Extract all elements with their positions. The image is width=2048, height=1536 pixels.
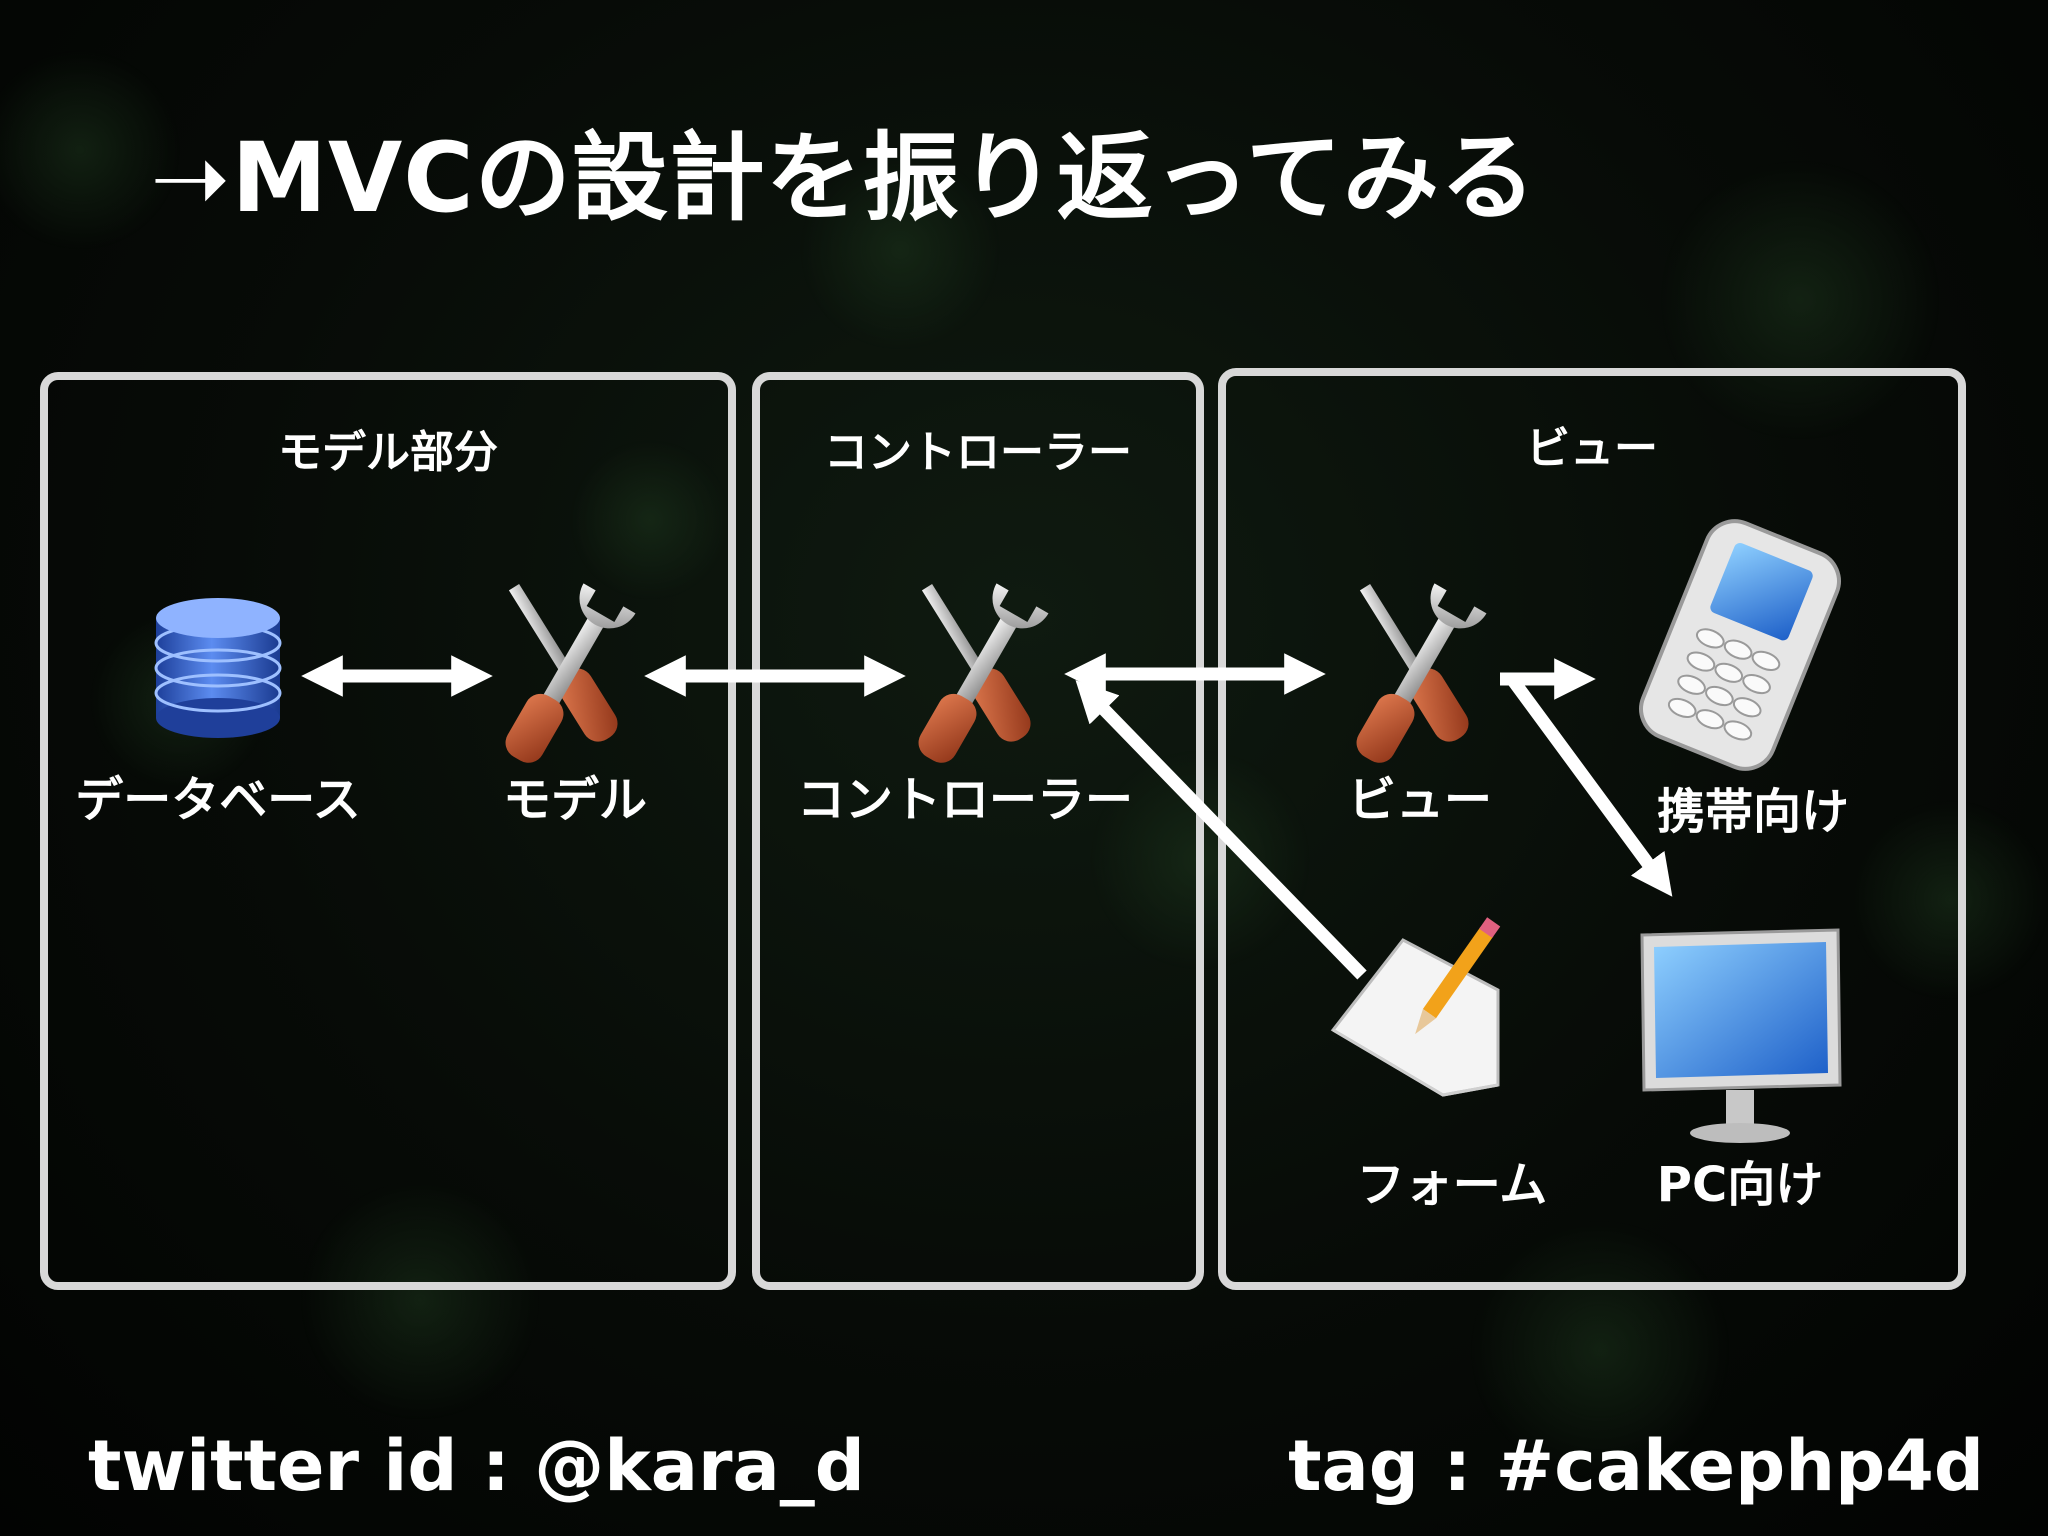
arrow-view-pc [1500,672,1673,897]
node-label-controller: コントローラー [796,772,1134,828]
monitor-icon [1640,928,1842,1143]
node-label-form: フォーム [1356,1157,1548,1213]
panel-controller: コントローラー [752,372,1204,1290]
tools-icon-view [1342,583,1487,774]
tools-icon-controller [904,583,1049,774]
tools-icon-model [491,583,636,774]
footer-twitter-id: twitter id : @kara_d [88,1425,865,1507]
panel-title-view: ビュー [1526,423,1658,474]
database-icon [154,598,282,738]
form-pencil-icon [1330,917,1501,1097]
arrow-form-controller [1075,680,1367,980]
node-label-mobile: 携帯向け [1656,784,1850,840]
node-label-database: データベース [75,772,361,828]
node-label-model: モデル [502,772,648,828]
mobile-phone-icon [1639,519,1841,771]
panel-model: モデル部分 [40,372,736,1290]
slide-title: ➝MVCの設計を振り返ってみる [150,122,1537,234]
footer-tag: tag : #cakephp4d [1288,1425,1984,1507]
panel-title-model: モデル部分 [278,427,498,478]
node-label-pc: PC向け [1656,1157,1824,1213]
panel-title-controller: コントローラー [824,427,1132,478]
node-label-view: ビュー [1347,772,1493,828]
